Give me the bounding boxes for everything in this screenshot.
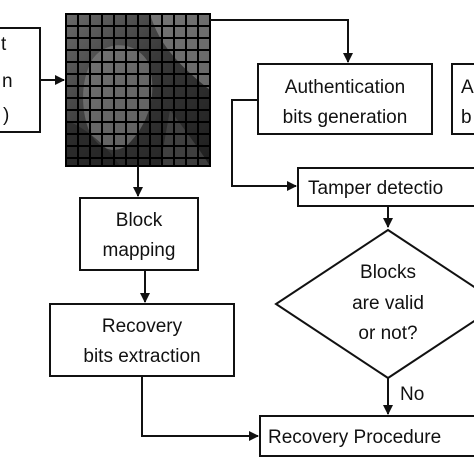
auth-box-label-line1: Authentication [285,77,405,98]
auth-bits-generation-box: Authentication bits generation [257,63,433,135]
block-divided-image [65,13,211,167]
recovery-procedure-label: Recovery Procedure [268,427,441,448]
input-box-label-line1: t [1,34,7,55]
recovery-bits-extraction-box: Recovery bits extraction [49,303,235,377]
recovery-procedure-box: Recovery Procedure [259,415,474,457]
edge-label-no: No [400,384,424,405]
auth-right-partial-box: A b [451,63,474,135]
block-mapping-box: Block mapping [79,197,199,271]
extraction-label-line1: Recovery [102,316,183,337]
decision-label-line3: or not? [358,323,417,344]
decision-label-line2: are valid [352,293,424,314]
input-box-label-line3: ) [3,105,9,126]
decision-label-line1: Blocks [360,262,416,283]
auth-right-label-line1: A [461,77,474,98]
validity-decision-diamond: Blocks are valid or not? [274,228,474,380]
tamper-detection-box: Tamper detectio [297,167,474,207]
connector-extraction-to-recovery [141,376,259,441]
connector-image-to-auth [210,19,353,63]
block-mapping-label-line2: mapping [103,240,176,261]
input-box-label-line2: n [2,71,13,92]
block-mapping-label-line1: Block [116,210,163,231]
input-image-box: t n ) [0,27,41,133]
auth-right-label-line2: b [461,107,472,128]
extraction-label-line2: bits extraction [83,346,200,367]
tamper-detection-label: Tamper detectio [308,178,443,199]
auth-box-label-line2: bits generation [283,107,408,128]
connector-to-tamper-detection [231,99,297,191]
image-grid-lines [66,14,210,166]
